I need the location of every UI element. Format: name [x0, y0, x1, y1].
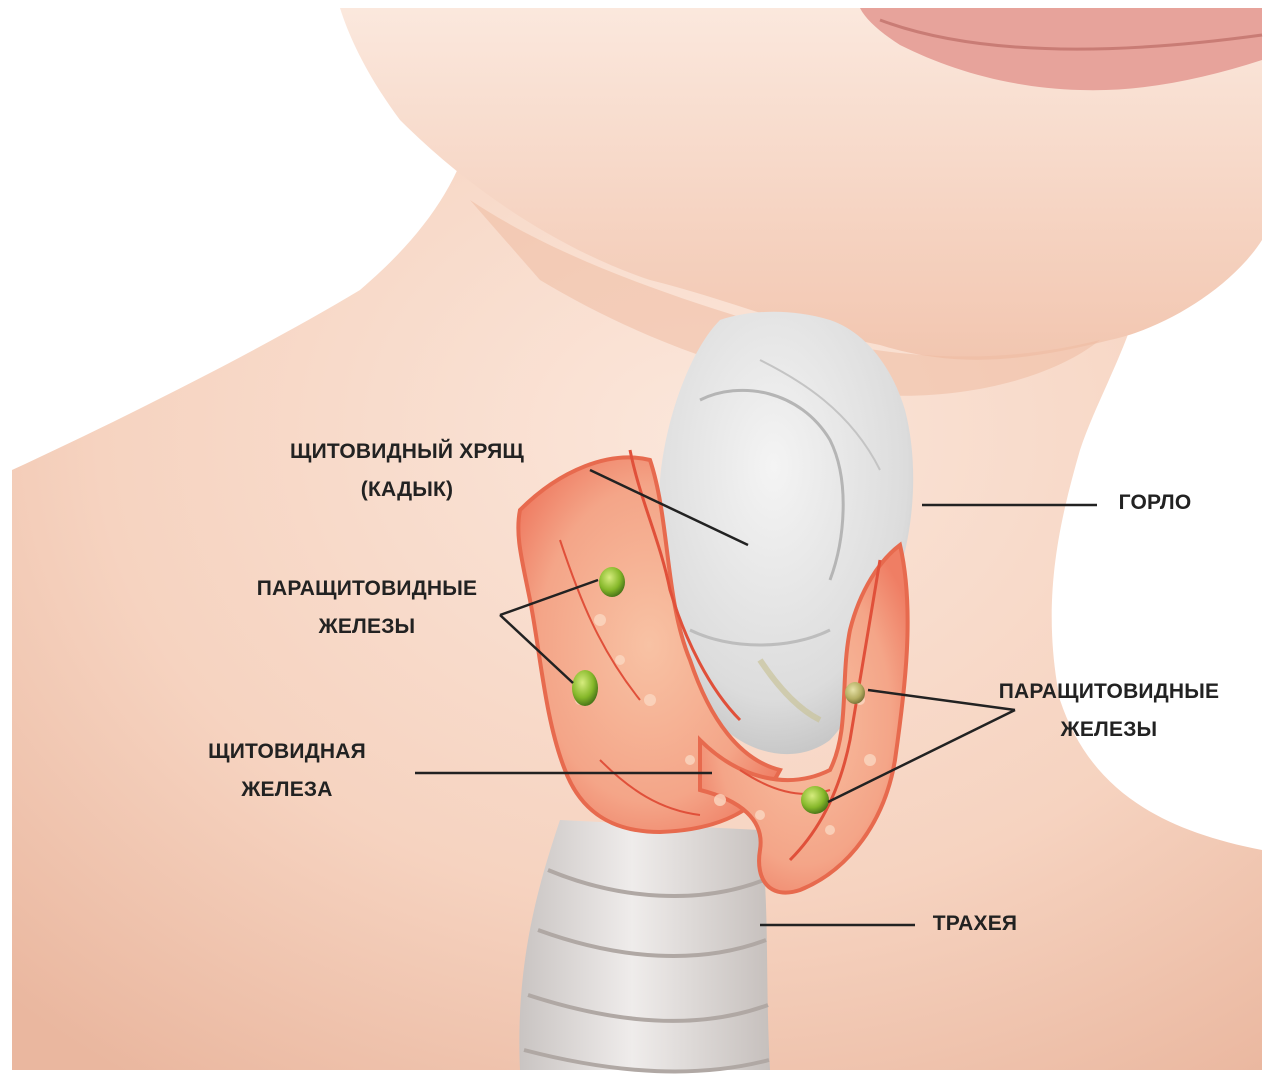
parathyroid-upper-right: [845, 682, 865, 704]
label-larynx: ГОРЛО: [1100, 484, 1210, 522]
parathyroid-lower-right: [801, 786, 829, 814]
label-thyroid-cartilage-line1: ЩИТОВИДНЫЙ ХРЯЩ: [262, 433, 552, 471]
label-trachea-line1: ТРАХЕЯ: [920, 905, 1030, 943]
label-larynx-line1: ГОРЛО: [1100, 484, 1210, 522]
label-thyroid-gland: ЩИТОВИДНАЯ ЖЕЛЕЗА: [182, 733, 392, 809]
parathyroid-upper-left: [599, 567, 625, 597]
label-parathyroid-right-line1: ПАРАЩИТОВИДНЫЕ: [974, 673, 1244, 711]
trachea-shape: [519, 820, 770, 1071]
label-parathyroid-right: ПАРАЩИТОВИДНЫЕ ЖЕЛЕЗЫ: [974, 673, 1244, 749]
label-thyroid-gland-line1: ЩИТОВИДНАЯ: [182, 733, 392, 771]
label-parathyroid-right-line2: ЖЕЛЕЗЫ: [974, 711, 1244, 749]
label-parathyroid-left-line2: ЖЕЛЕЗЫ: [232, 608, 502, 646]
label-parathyroid-left-line1: ПАРАЩИТОВИДНЫЕ: [232, 570, 502, 608]
label-parathyroid-left: ПАРАЩИТОВИДНЫЕ ЖЕЛЕЗЫ: [232, 570, 502, 646]
parathyroid-lower-left: [572, 670, 598, 706]
label-thyroid-cartilage: ЩИТОВИДНЫЙ ХРЯЩ (КАДЫК): [262, 433, 552, 509]
label-thyroid-cartilage-line2: (КАДЫК): [262, 471, 552, 509]
label-trachea: ТРАХЕЯ: [920, 905, 1030, 943]
label-thyroid-gland-line2: ЖЕЛЕЗА: [182, 771, 392, 809]
